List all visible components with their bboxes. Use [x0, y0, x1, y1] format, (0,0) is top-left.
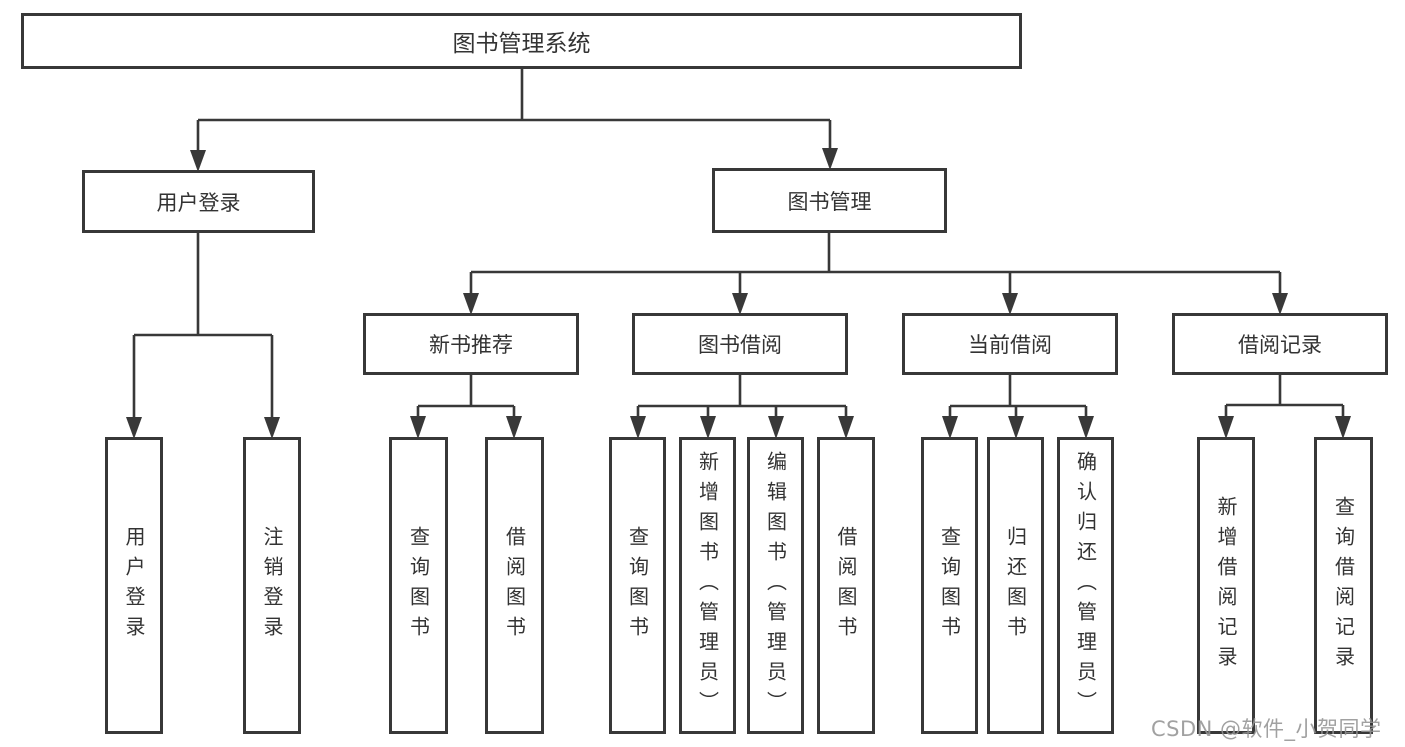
connector-borrowing-group: [636, 375, 848, 418]
leaf-borrow-books-borrowing: 借阅图书: [817, 437, 875, 734]
leaf-label: 借阅图书: [502, 525, 527, 646]
leaf-confirm-return-admin: 确认归还（管理员）: [1057, 437, 1114, 734]
node-user-login: 用户登录: [82, 170, 315, 233]
node-book-borrowing: 图书借阅: [632, 313, 848, 375]
arrowheads: [126, 148, 1351, 439]
leaf-label: 借阅图书: [834, 525, 858, 646]
leaf-add-books-admin: 新增图书（管理员）: [679, 437, 736, 734]
leaf-label: 用户登录: [122, 525, 146, 646]
node-label: 图书管理: [787, 189, 872, 214]
leaf-label: 新增借阅记录: [1214, 495, 1238, 676]
node-label: 图书管理系统: [452, 31, 591, 57]
leaf-label: 归还图书: [1003, 525, 1028, 646]
leaf-label: 编辑图书（管理员）: [763, 450, 788, 721]
leaf-query-books-recommend: 查询图书: [389, 437, 448, 734]
node-label: 当前借阅: [968, 333, 1052, 357]
connector-root-to-level2: [196, 69, 832, 152]
leaf-logout: 注销登录: [243, 437, 301, 734]
leaf-return-books: 归还图书: [987, 437, 1044, 734]
node-library-management-system: 图书管理系统: [21, 13, 1022, 69]
connector-book-management-group: [469, 233, 1282, 294]
node-label: 借阅记录: [1238, 333, 1322, 357]
leaf-label: 确认归还（管理员）: [1073, 450, 1098, 721]
leaf-add-borrow-record: 新增借阅记录: [1197, 437, 1255, 734]
node-label: 图书借阅: [698, 333, 782, 357]
leaf-query-borrow-record: 查询借阅记录: [1314, 437, 1373, 734]
leaf-borrow-books-recommend: 借阅图书: [485, 437, 544, 734]
leaf-user-login: 用户登录: [105, 437, 163, 734]
node-label: 用户登录: [156, 190, 241, 215]
connector-records-group: [1224, 375, 1345, 418]
node-current-borrowing: 当前借阅: [902, 313, 1118, 375]
leaf-label: 查询图书: [937, 525, 962, 646]
leaf-query-books-current: 查询图书: [921, 437, 978, 734]
leaf-label: 新增图书（管理员）: [695, 450, 720, 721]
node-new-book-recommendation: 新书推荐: [363, 313, 579, 375]
leaf-query-books-borrowing: 查询图书: [609, 437, 666, 734]
csdn-watermark: CSDN @软件_小贺同学: [1151, 717, 1382, 741]
leaf-label: 注销登录: [260, 525, 284, 646]
node-book-management: 图书管理: [712, 168, 947, 233]
leaf-edit-books-admin: 编辑图书（管理员）: [747, 437, 804, 734]
leaf-label: 查询借阅记录: [1331, 495, 1356, 676]
connector-current-group: [948, 375, 1088, 418]
leaf-label: 查询图书: [625, 525, 650, 646]
node-borrowing-records: 借阅记录: [1172, 313, 1388, 375]
node-label: 新书推荐: [429, 333, 513, 357]
leaf-label: 查询图书: [406, 525, 431, 646]
connector-recommend-group: [416, 375, 516, 418]
connector-user-login-group: [132, 233, 274, 418]
